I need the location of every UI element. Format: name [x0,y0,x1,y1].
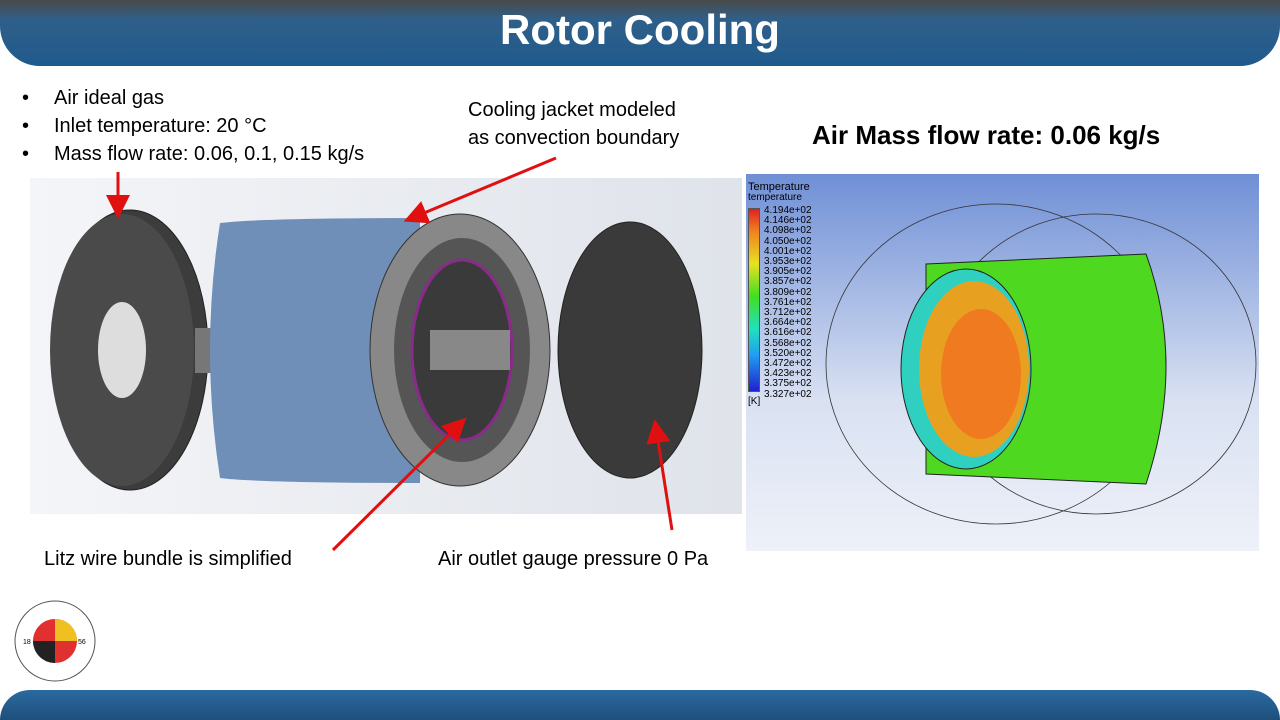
svg-text:18: 18 [23,639,31,646]
title-bar [0,0,1280,66]
legend-value: 3.953e+02 [764,256,812,268]
outlet-note: Air outlet gauge pressure 0 Pa [438,548,709,570]
legend-value: 3.761e+02 [764,296,812,308]
legend-subtitle: temperature [748,192,802,203]
slide-title: Rotor Cooling [500,6,780,53]
color-scale-bar [748,208,760,392]
bullet-item: Air ideal gas [22,84,364,112]
legend-value: 3.423e+02 [764,368,812,380]
cfd-title: Air Mass flow rate: 0.06 kg/s [812,120,1161,150]
note-line: Cooling jacket modeled [468,99,676,121]
legend-value: 4.146e+02 [764,215,812,227]
legend-value: 3.857e+02 [764,276,812,288]
legend-value: 3.712e+02 [764,307,812,319]
svg-text:56: 56 [78,639,86,646]
motor-assembly-drawing [50,209,703,491]
legend-value: 3.375e+02 [764,378,812,390]
bullet-item: Mass flow rate: 0.06, 0.1, 0.15 kg/s [22,140,364,168]
cooling-jacket-note: Cooling jacket modeled as convection bou… [468,96,679,152]
footer-bar [0,690,1280,720]
legend-unit: [K] [748,396,761,407]
legend-value: 4.194e+02 [764,205,812,216]
litz-note: Litz wire bundle is simplified [44,548,292,570]
note-line: as convection boundary [468,127,680,149]
legend-value: 3.568e+02 [764,337,812,349]
legend-value: 3.616e+02 [764,327,812,339]
legend-value: 3.520e+02 [764,347,812,359]
cad-exploded-view [30,178,742,514]
legend-value: 4.050e+02 [764,235,812,247]
legend-title-text: Temperature [748,181,810,193]
legend-value: 4.098e+02 [764,225,812,237]
legend-value: 3.809e+02 [764,286,812,298]
legend-value: 4.001e+02 [764,245,812,257]
university-logo: 18 56 [14,600,96,682]
bullet-list: Air ideal gas Inlet temperature: 20 °C M… [22,84,364,168]
legend-title: Temperature temperature [748,182,810,203]
legend-value: 3.327e+02 [764,388,812,400]
temperature-contour [825,203,1257,525]
legend-value: 3.472e+02 [764,358,812,370]
legend-value: 3.905e+02 [764,266,812,278]
legend-value: 3.664e+02 [764,317,812,329]
bullet-item: Inlet temperature: 20 °C [22,112,364,140]
